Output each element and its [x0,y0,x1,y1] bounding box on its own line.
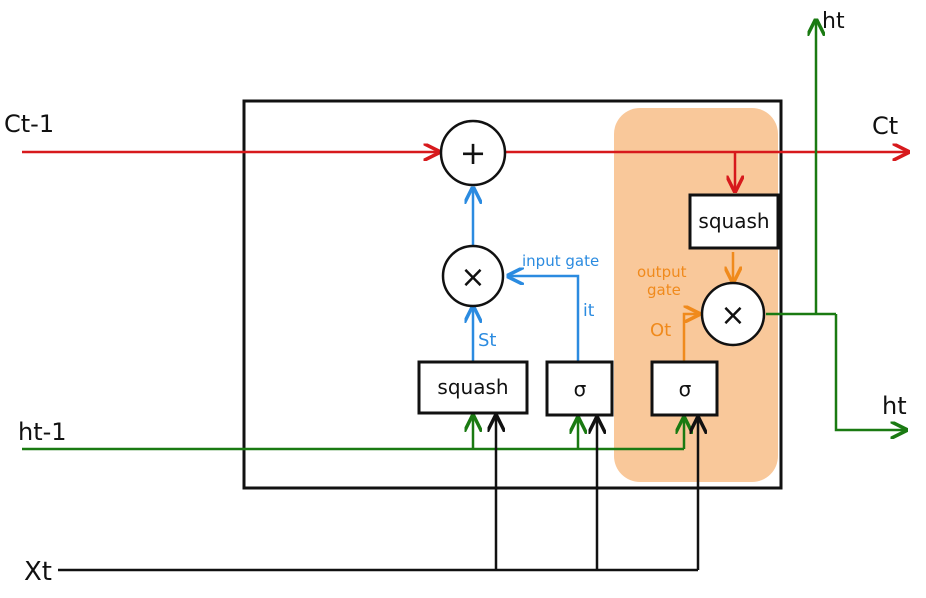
output-gate-label-line1: output [637,263,687,281]
h-out-right-label: ht [882,392,907,420]
squash-input-box [417,360,529,415]
c-prev-label: Ct-1 [4,110,54,138]
input-multiply-circle [441,244,505,308]
i-t-label: it [583,301,595,321]
plus-operator-circle [439,119,507,187]
h-out-right-arrow [834,314,906,430]
h-out-top-label: ht [822,9,845,34]
output-gate-arrow [682,314,699,362]
h-prev-label: ht-1 [18,418,67,446]
squash-input-label: squash [437,375,508,399]
sigma-input-label: σ [574,377,587,401]
input-gate-arrow [508,276,580,362]
o-t-label: Ot [650,320,671,341]
lstm-cell-box [242,99,783,490]
input-gate-label: input gate [522,252,599,270]
sigma-input-box [545,360,614,417]
sigma-output-box [650,360,719,417]
x-input-label: Xt [24,557,52,587]
output-multiply-operator: × [720,298,745,333]
plus-operator: + [460,134,487,172]
sigma-output-label: σ [679,377,692,401]
squash-output-label: squash [698,209,769,233]
s-t-label: St [478,330,496,351]
c-out-label: Ct [872,112,898,140]
output-multiply-circle [700,281,766,347]
output-gate-label-line2: gate [647,281,681,299]
input-multiply-operator: × [460,260,485,295]
squash-output-box [688,193,780,250]
